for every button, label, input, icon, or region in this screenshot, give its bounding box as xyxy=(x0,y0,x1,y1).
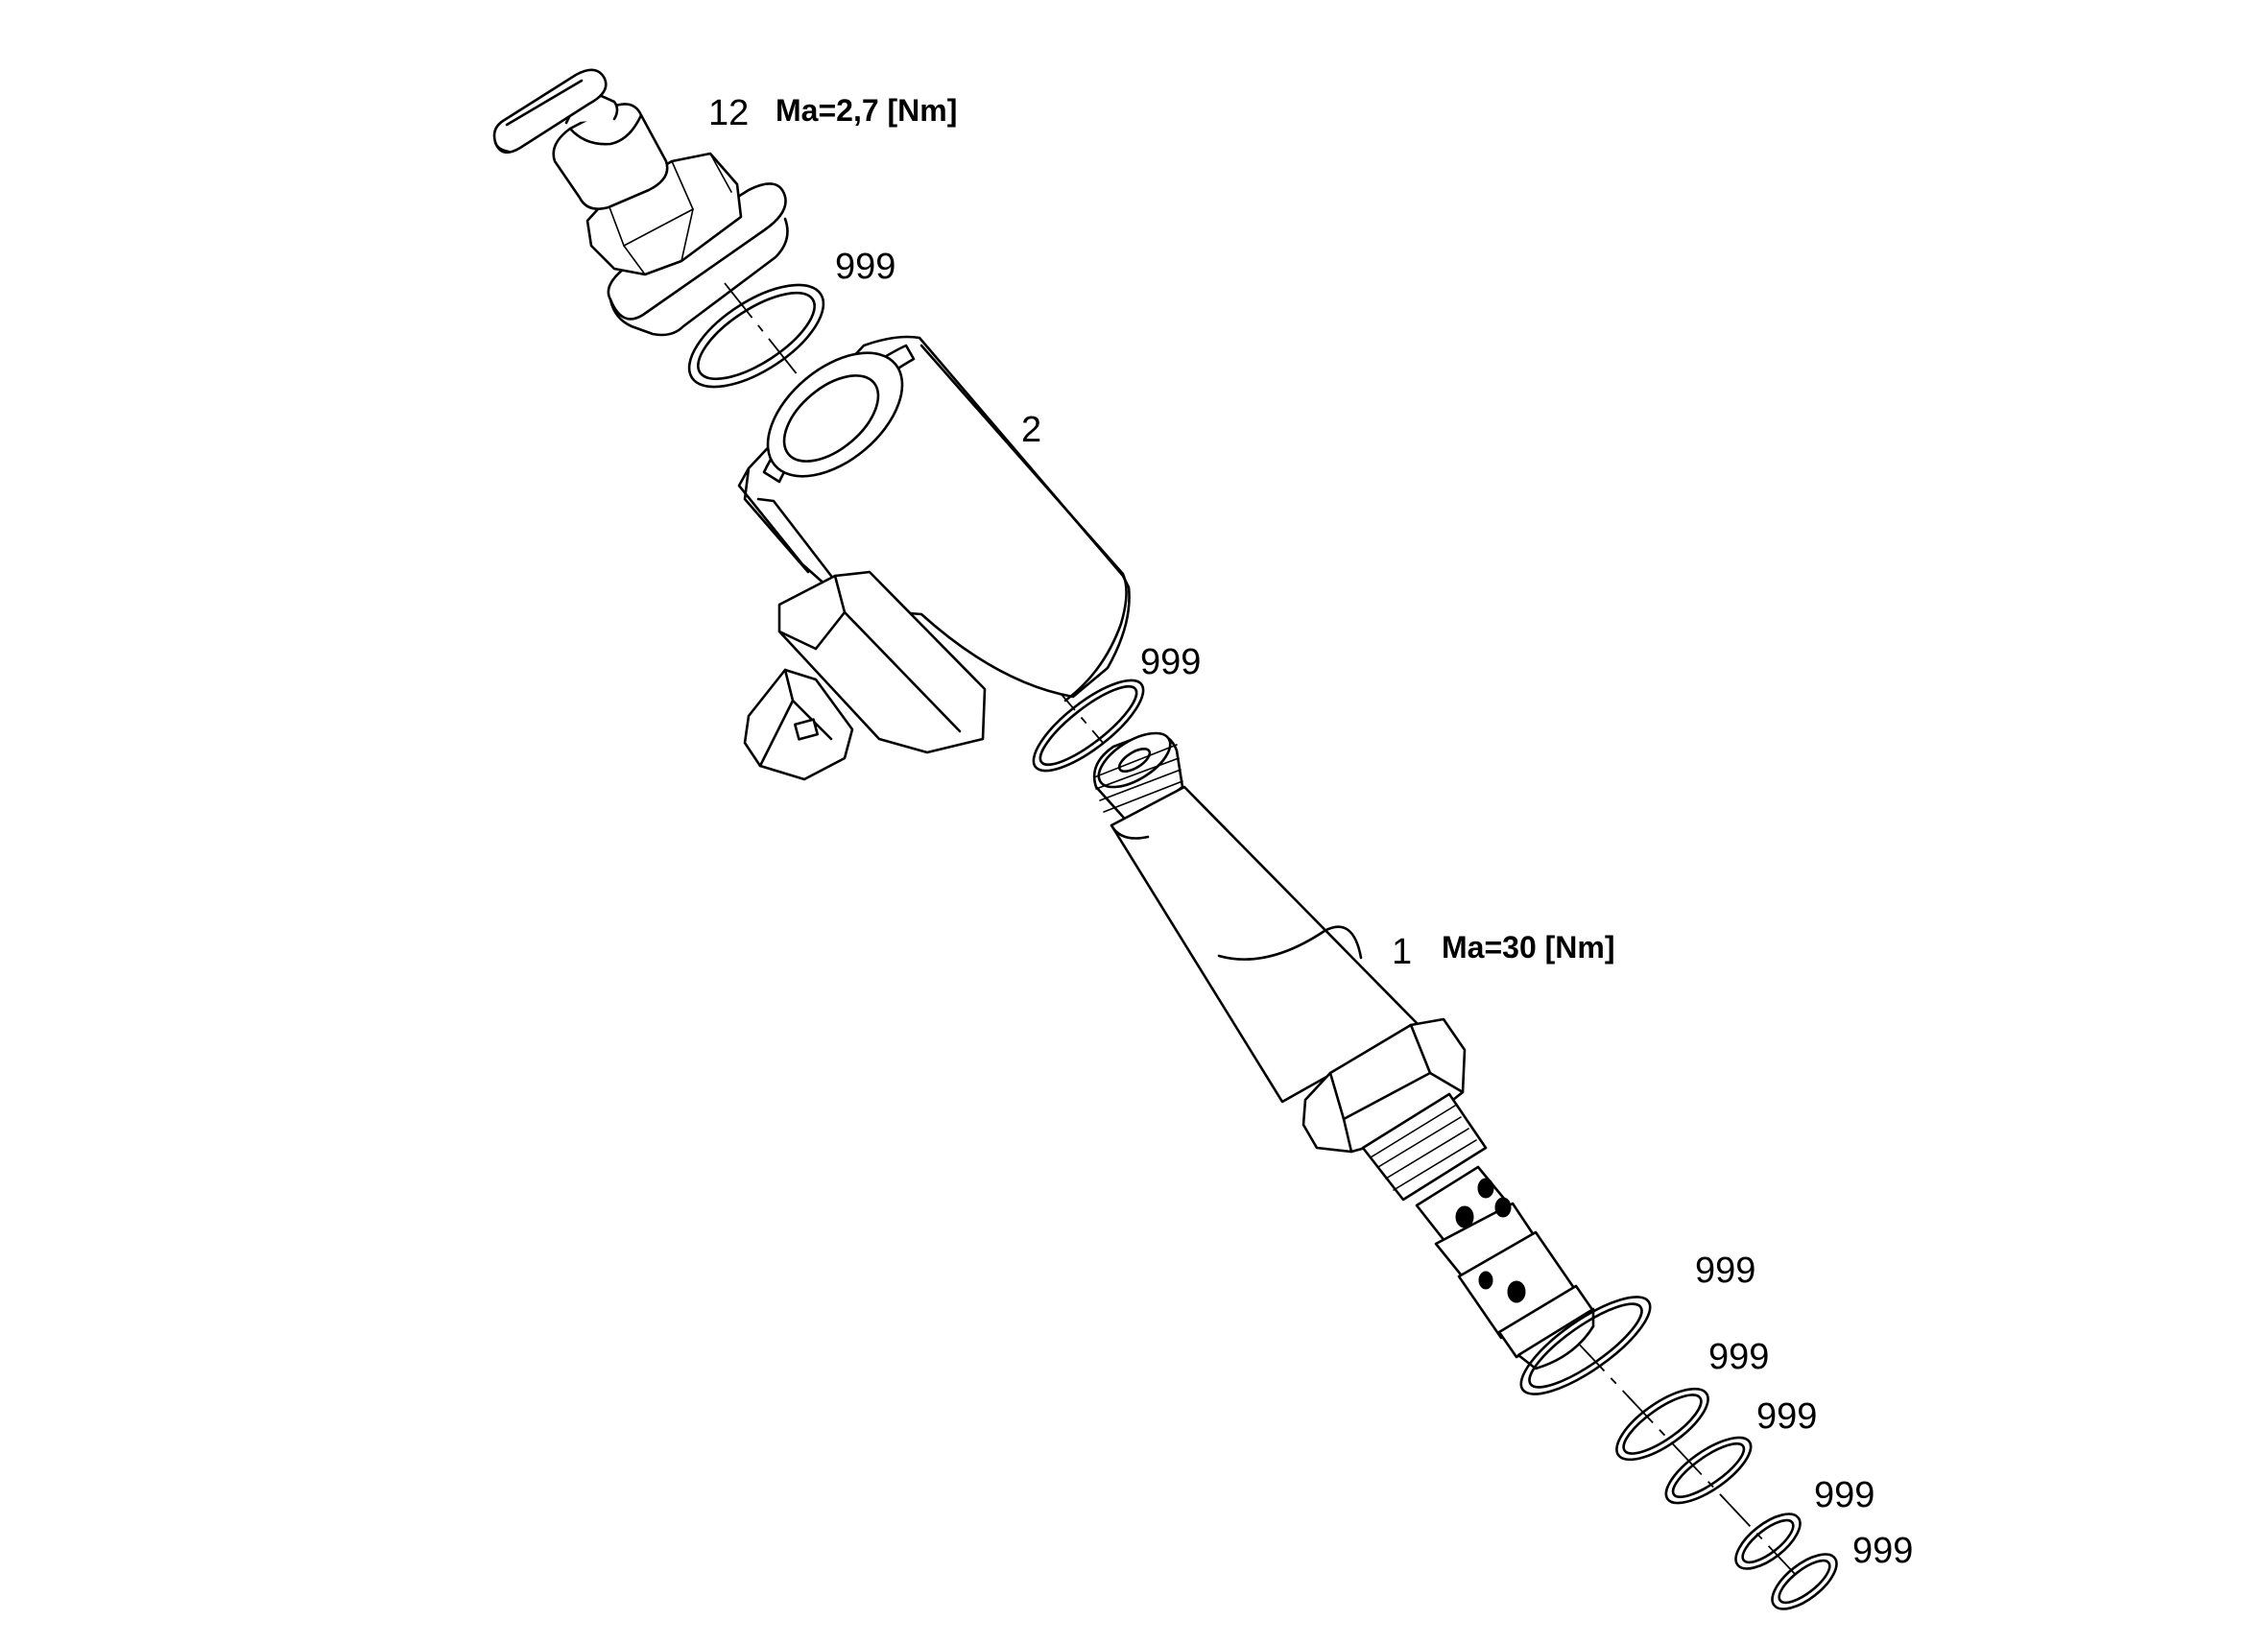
o-ring-label: 999 xyxy=(1708,1337,1769,1377)
o-ring-seal xyxy=(1032,679,1145,773)
o-ring-seal xyxy=(1664,1436,1753,1505)
o-ring-seal xyxy=(1519,1296,1652,1395)
o-ring-seal xyxy=(1771,1553,1838,1610)
part-12-torque-label: Ma=2,7 [Nm] xyxy=(776,93,957,128)
part-1-cartridge-valve xyxy=(1092,731,1595,1370)
part-1-label: 1 xyxy=(1392,932,1412,972)
o-ring-seal xyxy=(687,283,825,389)
part-1-torque-label: Ma=30 [Nm] xyxy=(1442,930,1615,965)
o-ring-label: 999 xyxy=(1756,1396,1817,1437)
o-ring-seal xyxy=(1734,1513,1802,1570)
o-ring-label: 999 xyxy=(835,247,895,287)
part-2-solenoid-coil xyxy=(737,335,1131,781)
o-ring-label: 999 xyxy=(1852,1531,1913,1571)
o-ring-label: 999 xyxy=(1695,1251,1755,1291)
o-ring-label: 999 xyxy=(1814,1475,1874,1515)
part-2-label: 2 xyxy=(1021,410,1041,450)
part-12-nut xyxy=(492,68,789,337)
o-ring-seal xyxy=(1615,1387,1709,1462)
part-12-label: 12 xyxy=(708,93,749,133)
o-ring-label: 999 xyxy=(1140,642,1201,682)
